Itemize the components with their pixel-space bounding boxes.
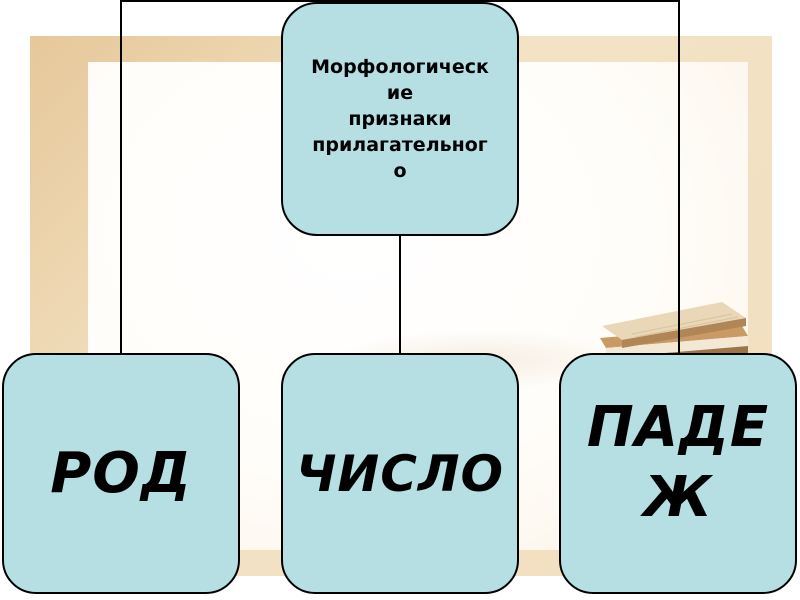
child-node-label: ПАДЕ Ж [587, 393, 769, 533]
child-node-chislo: ЧИСЛО [281, 353, 519, 594]
child-node-label: ЧИСЛО [296, 439, 504, 509]
root-node: Морфологическ ие признаки прилагательног… [281, 2, 519, 236]
child-node-rod: РОД [2, 353, 240, 594]
root-node-label: Морфологическ ие признаки прилагательног… [290, 54, 510, 184]
child-node-label: РОД [50, 439, 192, 509]
child-node-padezh: ПАДЕ Ж [559, 353, 797, 594]
